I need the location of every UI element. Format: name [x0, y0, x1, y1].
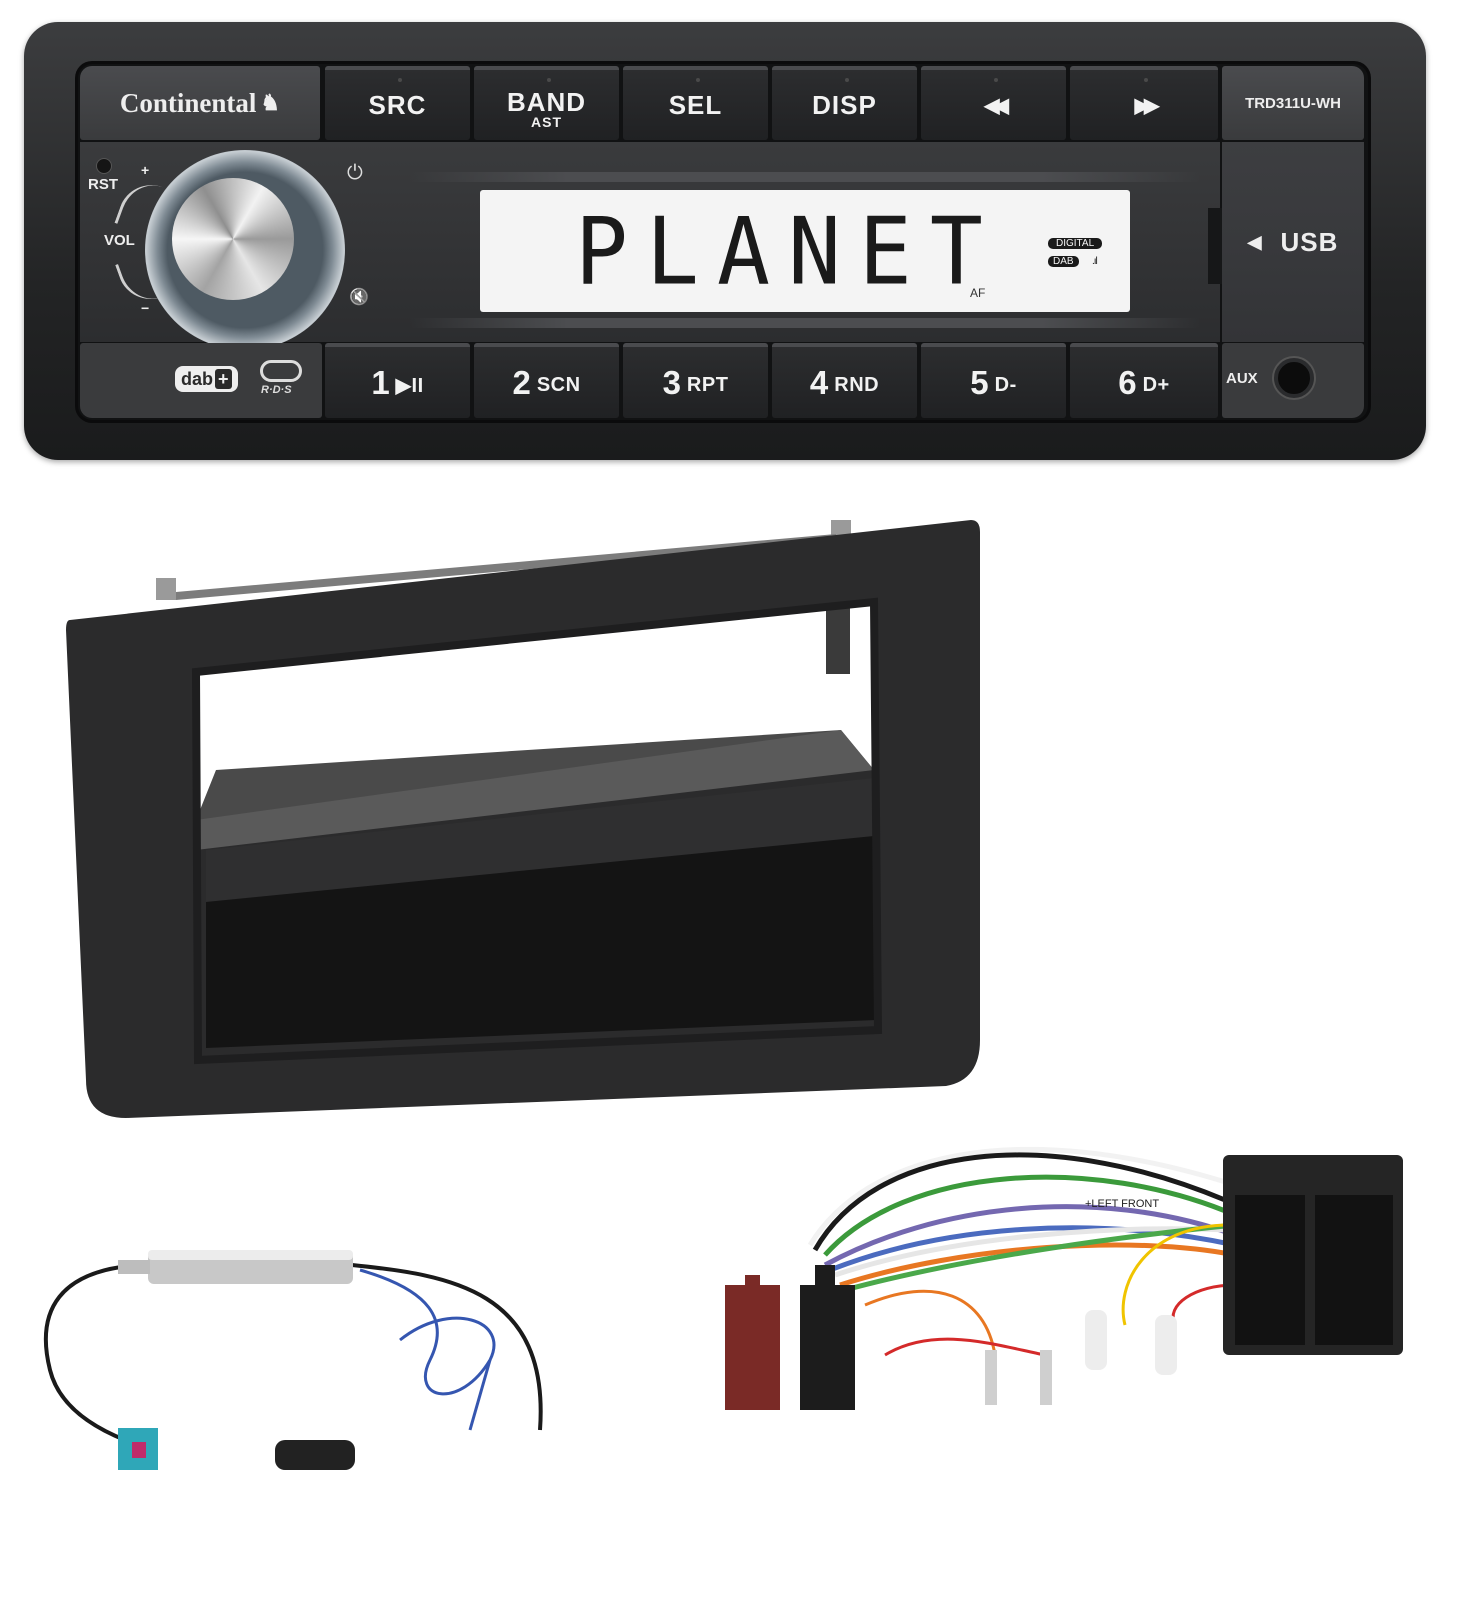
- svg-text:+LEFT FRONT: +LEFT FRONT: [1085, 1198, 1159, 1210]
- reset-hole[interactable]: [96, 158, 112, 174]
- preset-1-button[interactable]: 1▶II: [325, 343, 470, 418]
- brand-logo: Continental ♞: [80, 66, 320, 140]
- fast-forward-icon: ▶▶: [1134, 94, 1160, 117]
- band-button[interactable]: BAND AST: [474, 66, 619, 140]
- sel-button[interactable]: SEL: [623, 66, 768, 140]
- fast-forward-button[interactable]: ▶▶: [1070, 66, 1218, 140]
- model-label: TRD311U-WH: [1222, 66, 1364, 140]
- display-bezel-top: [410, 172, 1200, 182]
- mute-icon: 🔇: [349, 289, 369, 306]
- digital-indicator: DIGITAL: [1048, 238, 1103, 249]
- dash-fascia: [66, 520, 980, 1118]
- lcd-display: PLANET DIGITAL DAB .ıl AF: [480, 190, 1130, 312]
- vol-minus-label: −: [141, 300, 150, 316]
- src-button[interactable]: SRC: [325, 66, 470, 140]
- vol-plus-label: +: [141, 162, 150, 178]
- dab-plus-logo: dab+: [175, 366, 238, 392]
- af-indicator: AF: [970, 286, 986, 300]
- iso-harness: +LEFT FRONT: [725, 1146, 1403, 1410]
- station-name: PLANET: [575, 197, 1001, 306]
- rds-logo-icon: [260, 360, 302, 382]
- usb-slot-edge: [1208, 208, 1222, 284]
- brand-horse-icon: ♞: [260, 90, 281, 115]
- brand-name: Continental: [119, 87, 257, 118]
- vol-label: VOL: [104, 232, 135, 249]
- play-pause-icon: ▶II: [395, 375, 424, 397]
- aux-jack[interactable]: [1274, 358, 1314, 398]
- antenna-adapter: [44, 1250, 543, 1470]
- fakra-connector: [118, 1430, 158, 1472]
- rewind-icon: ◀◀: [984, 94, 1009, 117]
- rst-label: RST: [88, 176, 118, 193]
- power-icon: ⏻: [347, 162, 363, 184]
- iso-speaker-connector: [725, 1275, 780, 1400]
- usb-arrow-icon: ◀: [1247, 231, 1263, 252]
- aux-label: AUX: [1226, 370, 1258, 387]
- rewind-button[interactable]: ◀◀: [921, 66, 1066, 140]
- dab-indicator: DAB: [1048, 256, 1079, 267]
- rds-label: R·D·S: [261, 384, 292, 396]
- vehicle-iso-socket: [1223, 1155, 1403, 1355]
- disp-button[interactable]: DISP: [772, 66, 917, 140]
- usb-port-cover[interactable]: ◀ USB: [1222, 142, 1364, 342]
- iso-power-connector: [800, 1275, 855, 1400]
- usb-label: USB: [1280, 226, 1339, 257]
- display-bezel-bottom: [410, 318, 1200, 328]
- signal-strength-icon: .ıl: [1092, 256, 1098, 267]
- din-antenna-plug: [275, 1440, 355, 1470]
- volume-knob-cap[interactable]: [172, 178, 294, 300]
